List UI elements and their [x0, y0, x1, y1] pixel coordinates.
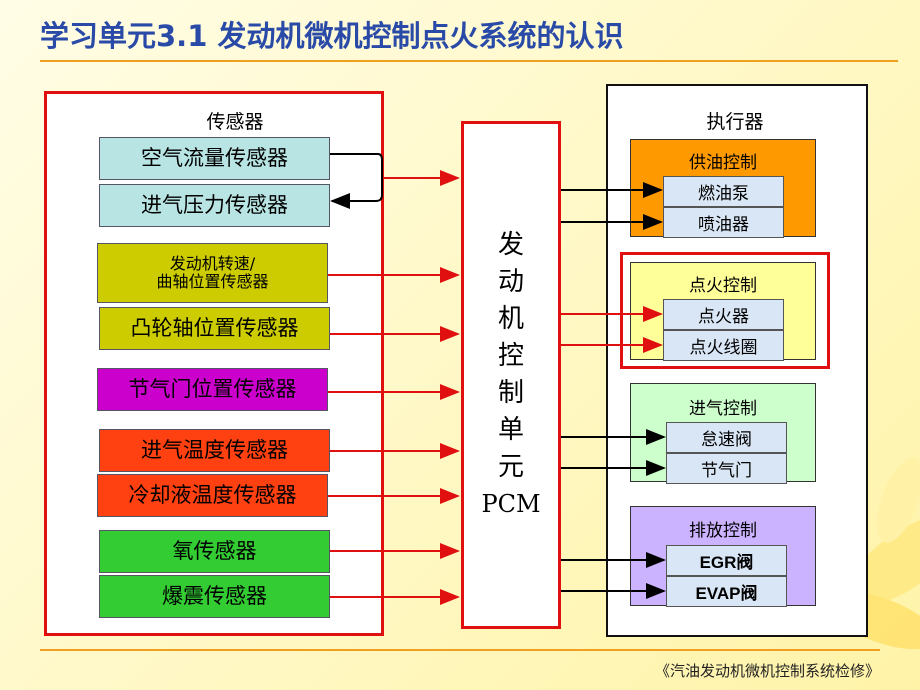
- sensor-bracket: [330, 153, 383, 209]
- actuator-evap-valve: EVAP阀: [666, 576, 787, 607]
- sensor-engine-speed-line2: 曲轴位置传感器: [156, 272, 269, 291]
- sensor-engine-speed-line1: 发动机转速/: [169, 253, 256, 273]
- actuator-throttle: 节气门: [666, 453, 787, 484]
- pcm-char-3: 机: [497, 304, 524, 334]
- sensor-oxygen: 氧传感器: [99, 530, 330, 573]
- pcm-char-1: 发: [497, 230, 524, 260]
- pcm-unit: 发 动 机 控 制 单 元 PCM: [461, 121, 561, 629]
- sensor-air-flow: 空气流量传感器: [99, 137, 330, 180]
- ignition-highlight-frame: [620, 252, 830, 369]
- actuator-injector: 喷油器: [663, 207, 784, 238]
- group-emission-title: 排放控制: [689, 521, 757, 541]
- actuator-idle-valve: 怠速阀: [666, 422, 787, 453]
- sensor-throttle-position: 节气门位置传感器: [97, 368, 328, 411]
- sensor-knock: 爆震传感器: [99, 575, 330, 618]
- sensor-intake-temperature: 进气温度传感器: [99, 429, 330, 472]
- sensor-coolant-temperature: 冷却液温度传感器: [97, 474, 328, 517]
- sensor-intake-pressure: 进气压力传感器: [99, 184, 330, 227]
- sensor-camshaft-position: 凸轮轴位置传感器: [99, 307, 330, 350]
- group-ignition-title: 点火控制: [689, 276, 757, 296]
- footer-rule: [40, 649, 880, 651]
- title-underline: [40, 60, 898, 62]
- pcm-label: PCM: [481, 490, 541, 518]
- actuators-heading: 执行器: [706, 111, 764, 133]
- pcm-char-5: 制: [497, 378, 524, 408]
- pcm-char-2: 动: [497, 267, 524, 297]
- group-fuel-title: 供油控制: [689, 153, 757, 173]
- pcm-char-7: 元: [497, 452, 524, 482]
- sensor-engine-speed-crank: 发动机转速/ 曲轴位置传感器: [97, 243, 328, 303]
- actuator-igniter: 点火器: [663, 299, 784, 330]
- page-title: 学习单元3.1 发动机微机控制点火系统的认识: [40, 19, 624, 53]
- sensors-heading: 传感器: [206, 111, 264, 133]
- footer-course-title: 《汽油发动机微机控制系统检修》: [654, 662, 880, 680]
- actuator-egr-valve: EGR阀: [666, 545, 787, 576]
- pcm-char-6: 单: [497, 415, 524, 445]
- actuator-ignition-coil: 点火线圈: [663, 330, 784, 361]
- actuator-fuel-pump: 燃油泵: [663, 176, 784, 207]
- pcm-char-4: 控: [497, 341, 524, 371]
- group-intake-title: 进气控制: [689, 399, 757, 419]
